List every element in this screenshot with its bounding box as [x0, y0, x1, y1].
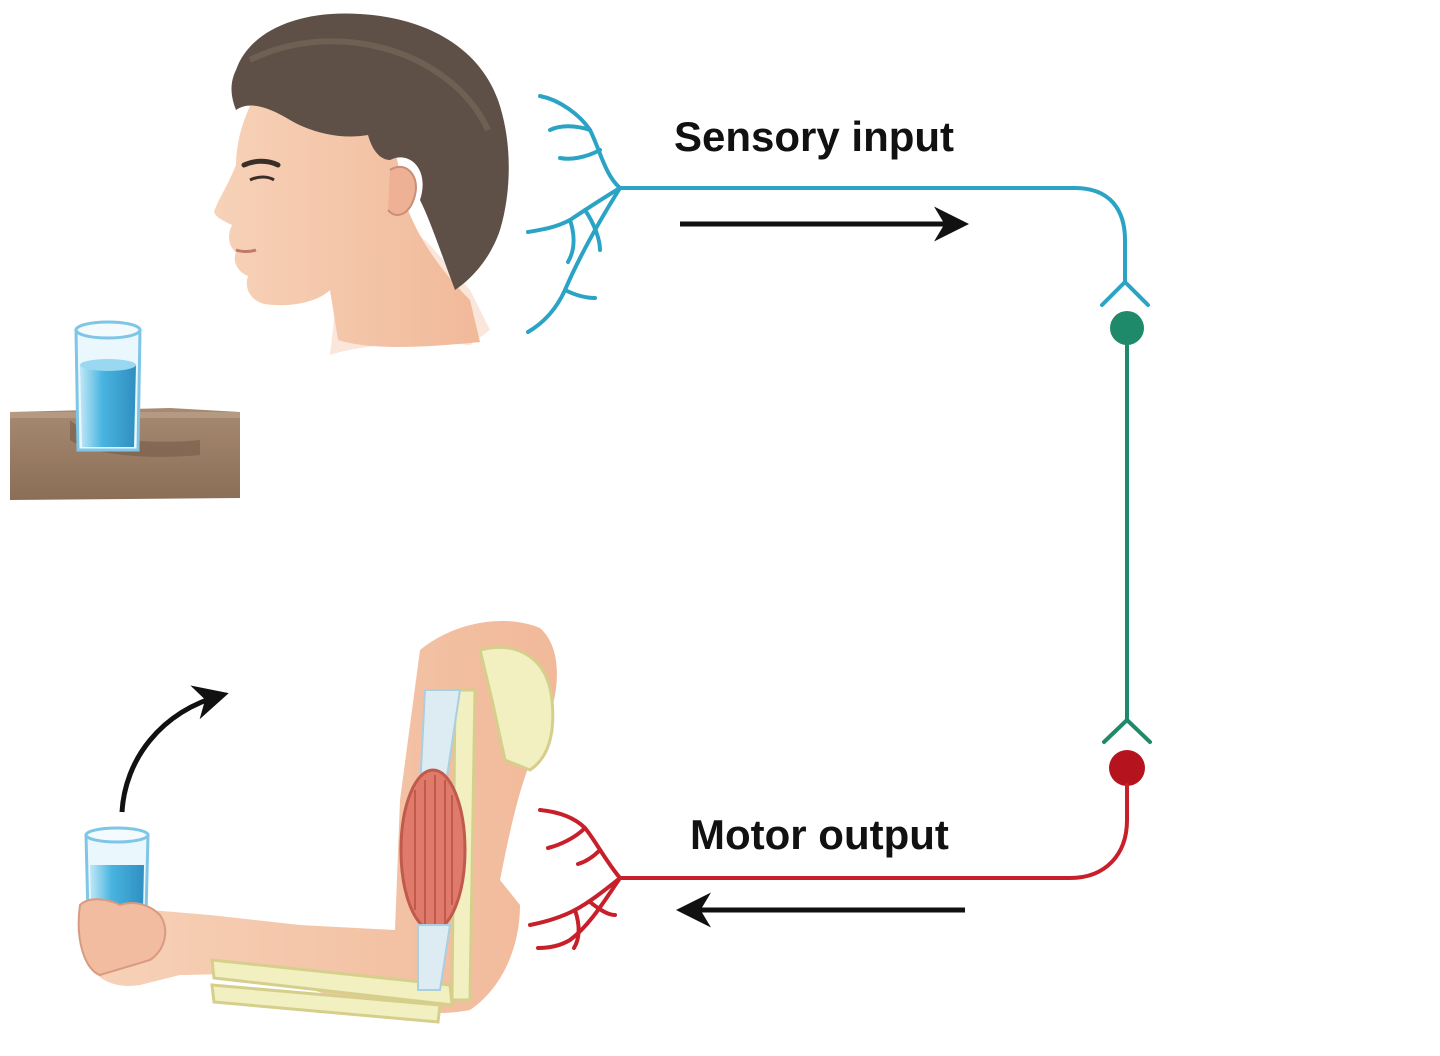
- interneuron: [1102, 311, 1152, 744]
- human-head-profile: [214, 13, 509, 355]
- sensory-neuron: [526, 94, 1150, 334]
- glass-of-water-on-table: [10, 320, 240, 500]
- motor-output-label: Motor output: [690, 811, 949, 858]
- sensory-input-label: Sensory input: [674, 113, 955, 160]
- arm-lifting-glass: [77, 620, 557, 1024]
- motor-neuron: [528, 750, 1145, 950]
- curved-lift-arrow: [119, 685, 229, 813]
